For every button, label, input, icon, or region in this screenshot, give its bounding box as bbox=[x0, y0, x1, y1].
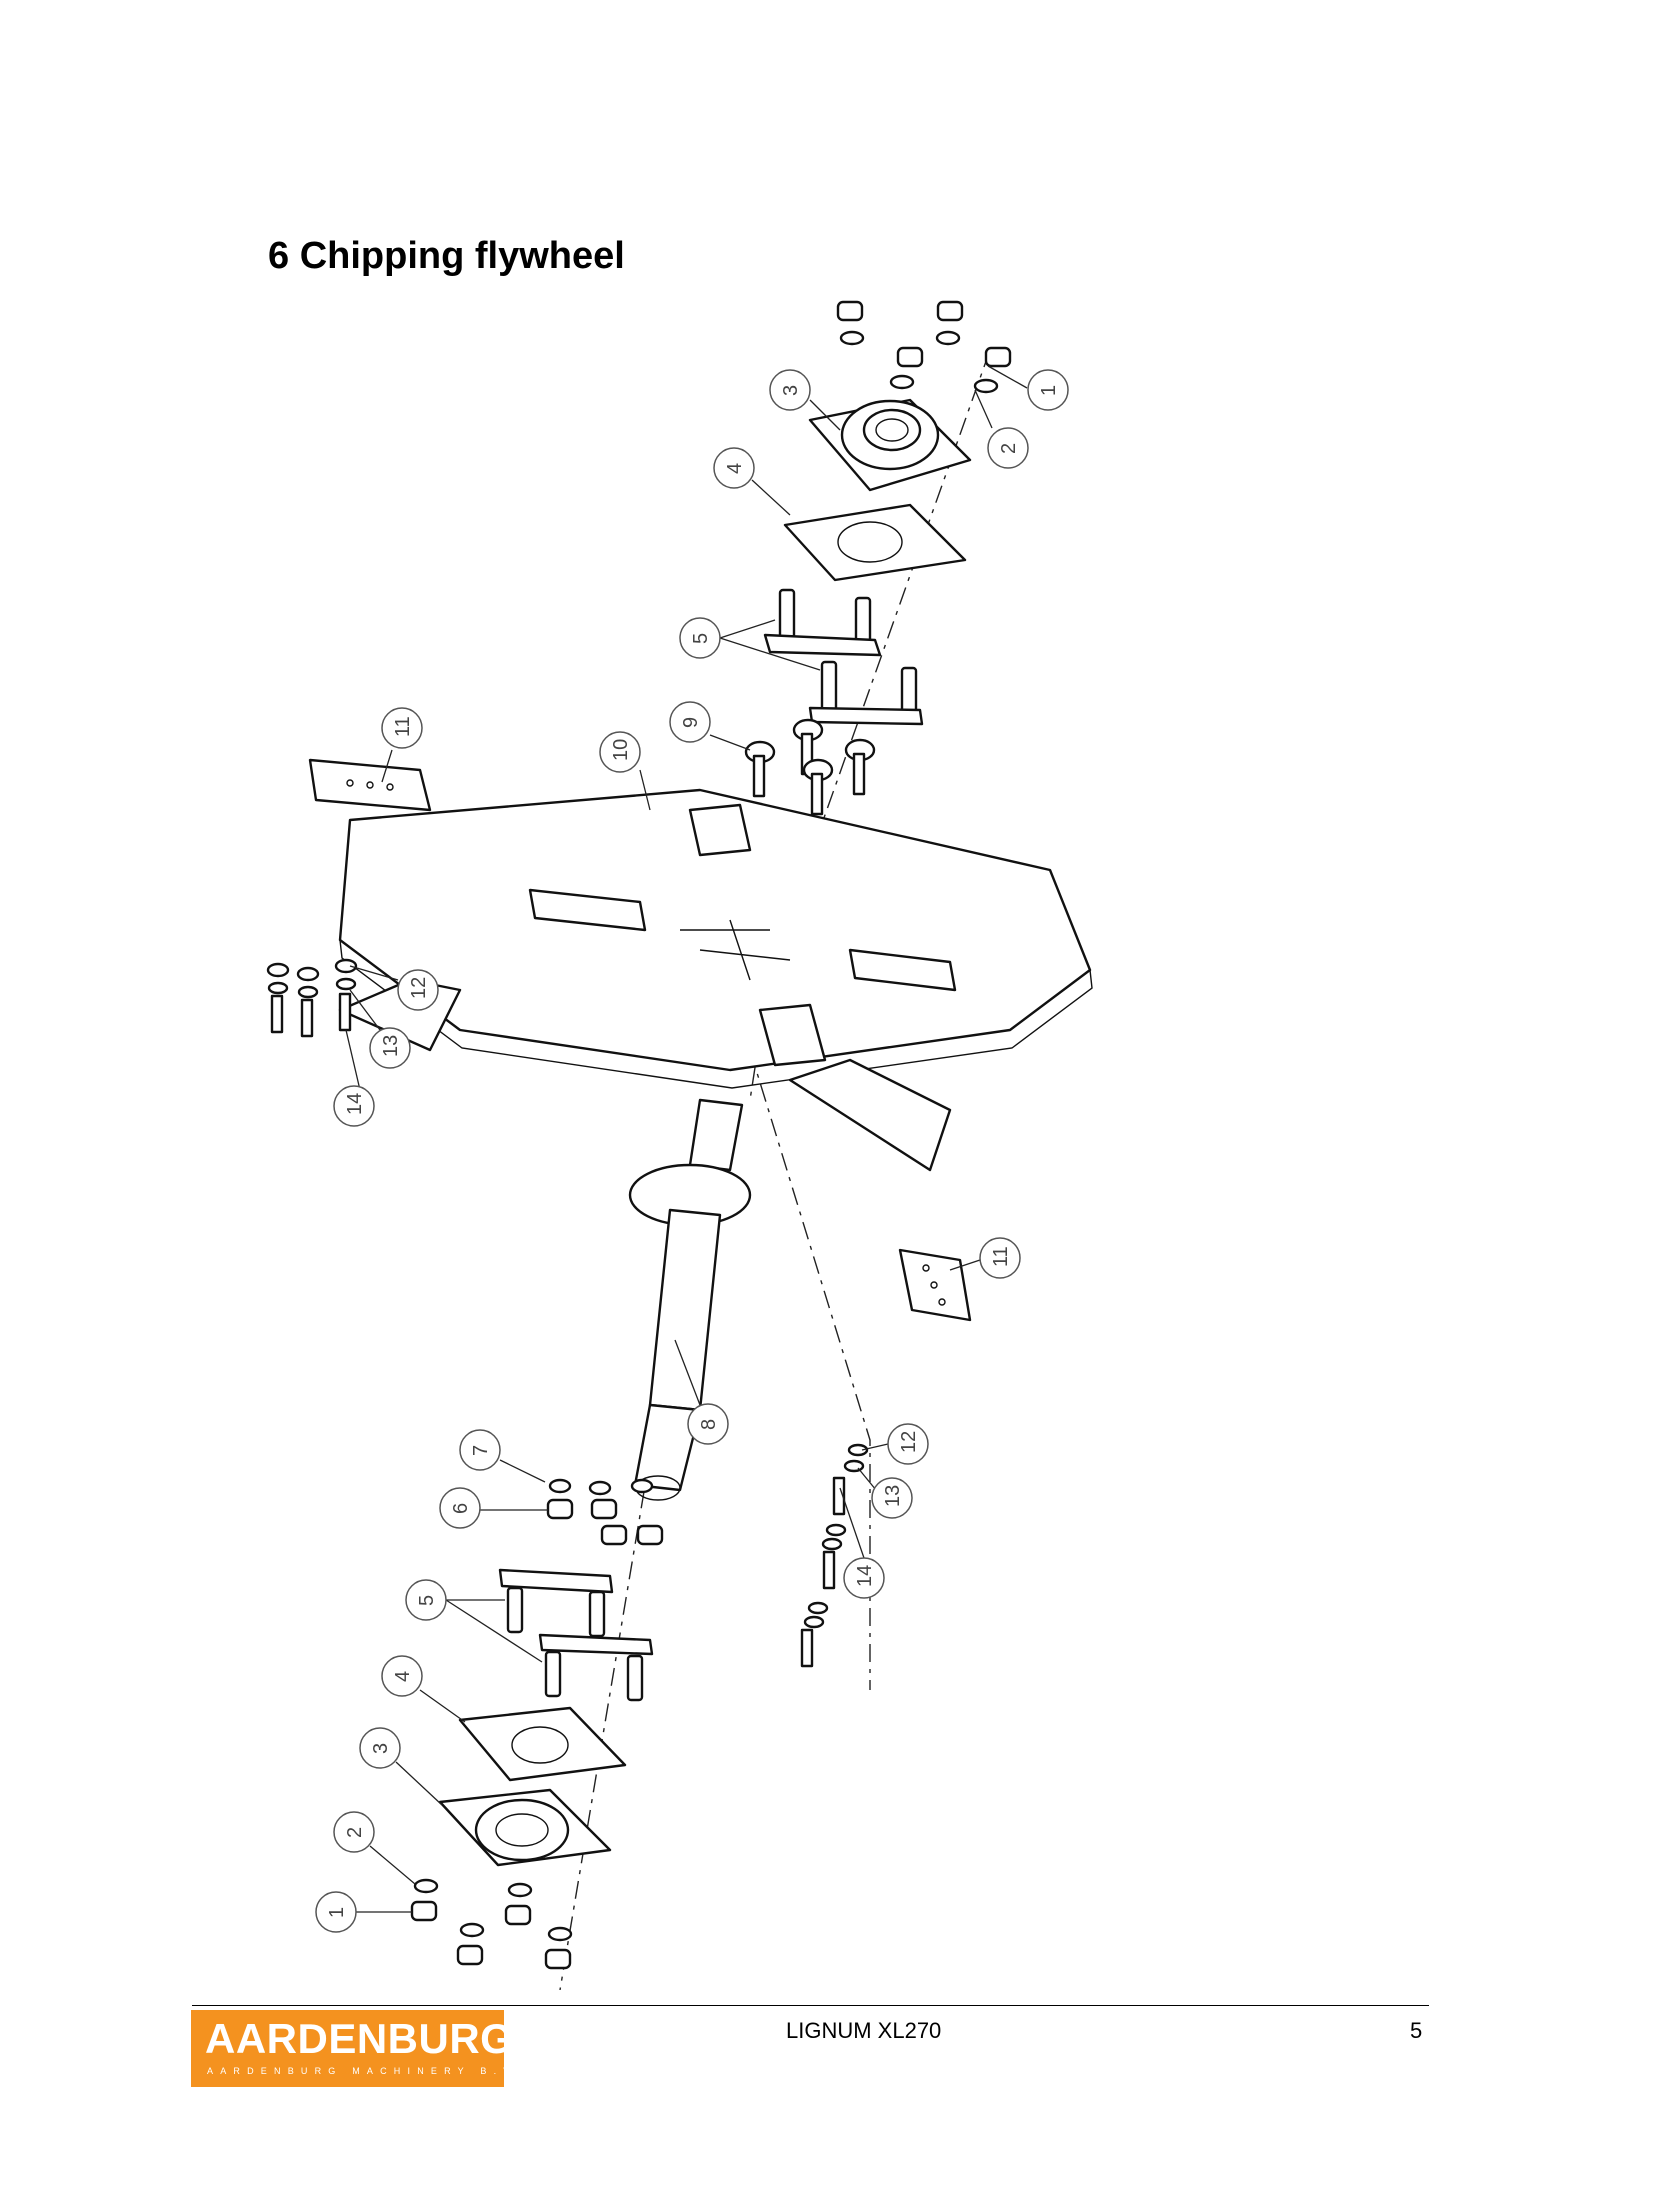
top-bolt-sets bbox=[763, 588, 924, 726]
callout-14-left: 14 bbox=[333, 1085, 375, 1127]
callout-4-bottom: 4 bbox=[381, 1655, 423, 1697]
knife-left bbox=[308, 758, 432, 812]
callout-4-top: 4 bbox=[713, 447, 755, 489]
top-mounting-plate bbox=[783, 503, 967, 582]
top-bearing-housing bbox=[808, 398, 972, 492]
callout-5-top: 5 bbox=[679, 617, 721, 659]
callout-10: 10 bbox=[599, 731, 641, 773]
callout-7: 7 bbox=[459, 1429, 501, 1471]
svg-text:14: 14 bbox=[854, 1565, 876, 1587]
svg-text:2: 2 bbox=[998, 443, 1020, 454]
callout-2-top: 2 bbox=[987, 427, 1029, 469]
svg-text:7: 7 bbox=[470, 1445, 492, 1456]
lower-mounting-plate bbox=[458, 1706, 627, 1782]
flywheel-disc bbox=[338, 788, 1093, 1089]
callout-13-left: 13 bbox=[369, 1027, 411, 1069]
left-bolt-set bbox=[266, 958, 358, 1038]
lower-bolt-sets bbox=[498, 1568, 654, 1702]
callout-1-top: 1 bbox=[1027, 369, 1069, 411]
callout-3-top: 3 bbox=[769, 369, 811, 411]
knife-right bbox=[898, 1248, 972, 1322]
exploded-view-diagram: 1 2 3 4 5 9 10 11 12 13 14 8 bbox=[230, 290, 1130, 1991]
callout-8: 8 bbox=[687, 1403, 729, 1445]
callout-group: 1 2 3 4 5 9 10 11 12 13 14 8 bbox=[315, 365, 1069, 1933]
svg-text:12: 12 bbox=[898, 1431, 920, 1453]
bottom-nuts bbox=[410, 1878, 573, 1970]
svg-text:2: 2 bbox=[344, 1827, 366, 1838]
svg-text:5: 5 bbox=[690, 633, 712, 644]
page-title: 6 Chipping flywheel bbox=[268, 235, 625, 277]
callout-11-right: 11 bbox=[979, 1237, 1021, 1279]
top-nuts bbox=[836, 300, 1012, 394]
knife-axis-right bbox=[749, 1049, 871, 1690]
callout-1-bottom: 1 bbox=[315, 1891, 357, 1933]
right-bolt-set bbox=[800, 1443, 869, 1668]
svg-text:11: 11 bbox=[990, 1246, 1012, 1267]
svg-text:11: 11 bbox=[392, 716, 414, 737]
svg-text:3: 3 bbox=[780, 385, 802, 396]
svg-text:6: 6 bbox=[450, 1503, 472, 1514]
svg-text:8: 8 bbox=[698, 1419, 720, 1430]
callout-13-right: 13 bbox=[871, 1477, 913, 1519]
main-shaft bbox=[628, 1098, 752, 1501]
svg-text:13: 13 bbox=[380, 1035, 402, 1057]
svg-text:9: 9 bbox=[680, 717, 702, 728]
svg-text:13: 13 bbox=[882, 1485, 904, 1507]
logo-brand-text: AARDENBURG bbox=[205, 2015, 514, 2062]
svg-text:4: 4 bbox=[724, 463, 746, 474]
callout-12-left: 12 bbox=[397, 969, 439, 1011]
flywheel-bolts bbox=[744, 718, 876, 816]
callout-5-bottom: 5 bbox=[405, 1579, 447, 1621]
svg-text:3: 3 bbox=[370, 1743, 392, 1754]
footer-page-number: 5 bbox=[1410, 2018, 1423, 2043]
lower-bearing-housing bbox=[438, 1788, 612, 1867]
svg-text:10: 10 bbox=[610, 739, 632, 761]
callout-14-right: 14 bbox=[843, 1557, 885, 1599]
callout-9: 9 bbox=[669, 701, 711, 743]
exploded-view-svg: 1 2 3 4 5 9 10 11 12 13 14 8 bbox=[266, 300, 1093, 1991]
footer-model-name: LIGNUM XL270 bbox=[786, 2018, 942, 2043]
aardenburg-logo: AARDENBURG AARDENBURG MACHINERY B.V. 187… bbox=[191, 2010, 577, 2087]
svg-text:4: 4 bbox=[392, 1671, 414, 1682]
logo-subtitle: AARDENBURG MACHINERY B.V. 1874 bbox=[207, 2066, 584, 2076]
callout-11-left: 11 bbox=[381, 707, 423, 749]
footer-divider bbox=[192, 2005, 1429, 2006]
svg-text:1: 1 bbox=[326, 1907, 348, 1918]
callout-3-bottom: 3 bbox=[359, 1727, 401, 1769]
svg-text:5: 5 bbox=[416, 1595, 438, 1606]
svg-text:14: 14 bbox=[344, 1093, 366, 1115]
callout-2-bottom: 2 bbox=[333, 1811, 375, 1853]
callout-12-right: 12 bbox=[887, 1423, 929, 1465]
lower-nuts bbox=[546, 1478, 664, 1546]
callout-6: 6 bbox=[439, 1487, 481, 1529]
svg-text:1: 1 bbox=[1038, 385, 1060, 396]
svg-text:12: 12 bbox=[408, 977, 430, 999]
